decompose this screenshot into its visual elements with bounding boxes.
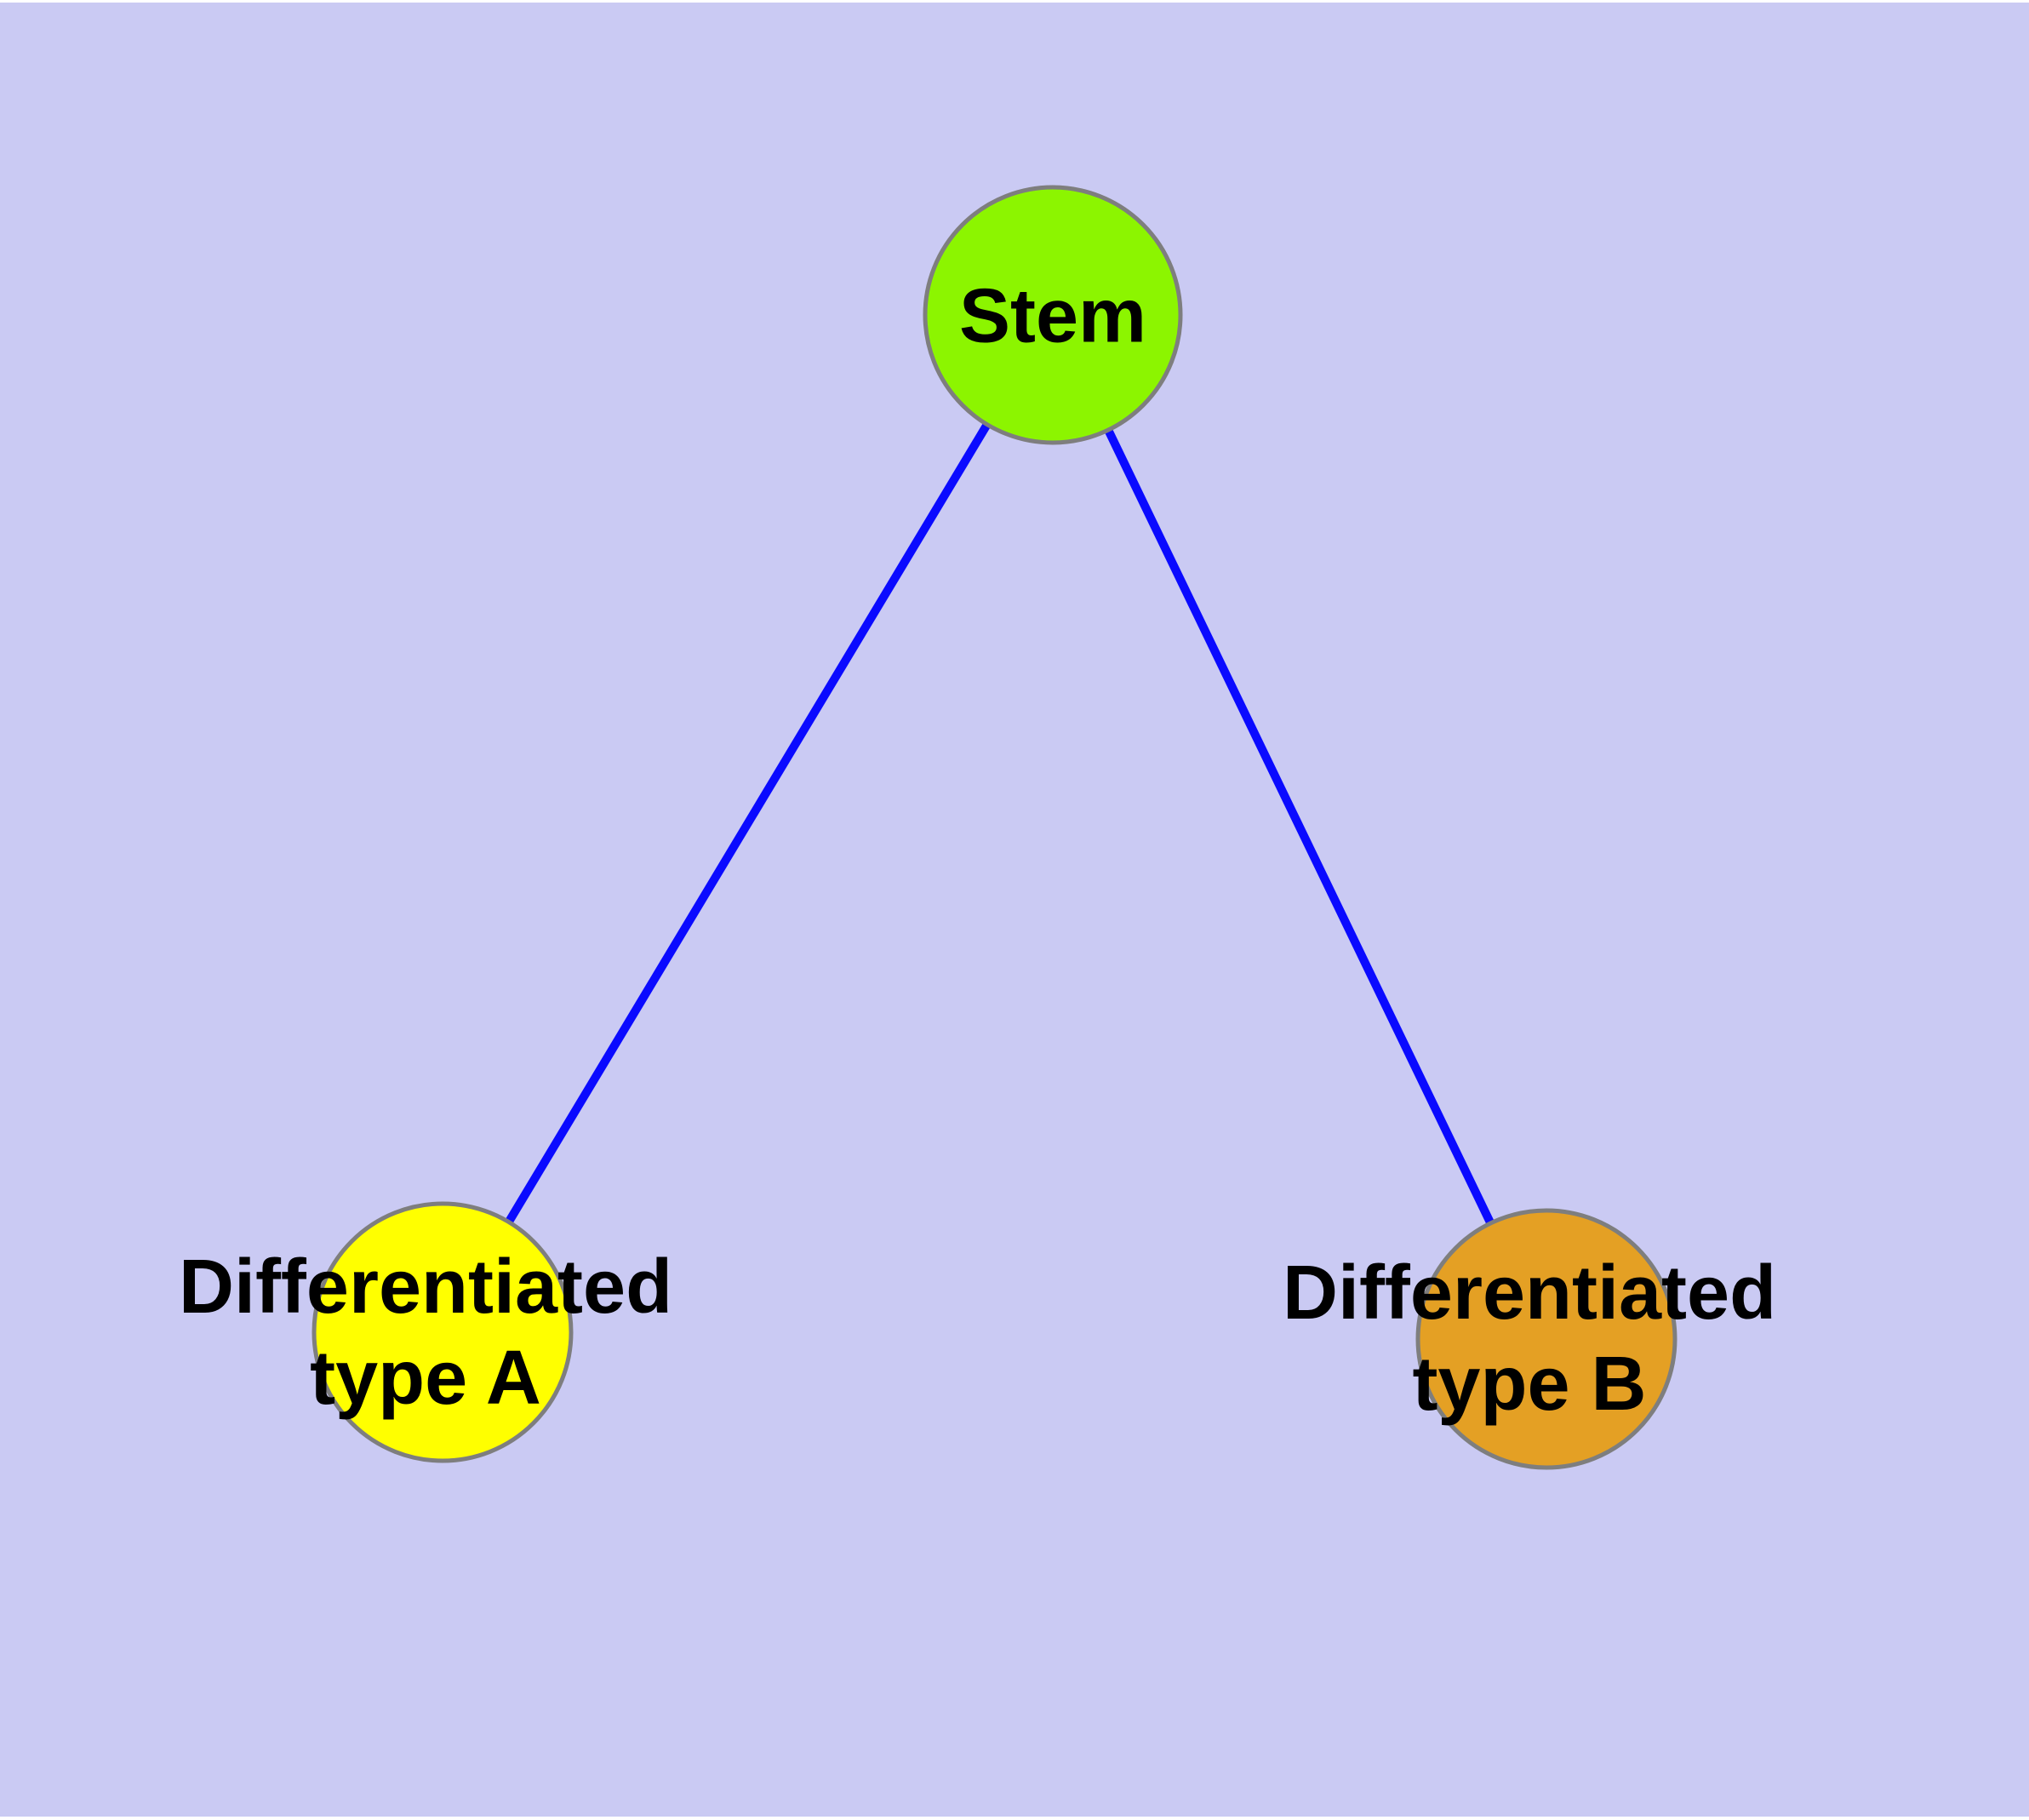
node-label-line: Differentiated xyxy=(1282,1251,1777,1336)
edge-stem-to-type-b xyxy=(1049,312,1551,1342)
node-label-differentiated-type-a: Differentiated type A xyxy=(179,1242,672,1424)
node-label-line: Stem xyxy=(958,273,1147,359)
node-label-differentiated-type-b: Differentiated type B xyxy=(1283,1248,1776,1430)
node-label-line: type B xyxy=(1412,1342,1647,1427)
node-circle-differentiated-type-b xyxy=(1415,1208,1677,1470)
node-label-line: Differentiated xyxy=(178,1245,673,1330)
node-circle-stem xyxy=(923,185,1183,445)
node-label-stem: Stem xyxy=(959,272,1146,363)
node-label-line: type A xyxy=(310,1336,541,1421)
edge-stem-to-type-a xyxy=(438,312,1057,1335)
node-circle-differentiated-type-a xyxy=(311,1201,574,1463)
